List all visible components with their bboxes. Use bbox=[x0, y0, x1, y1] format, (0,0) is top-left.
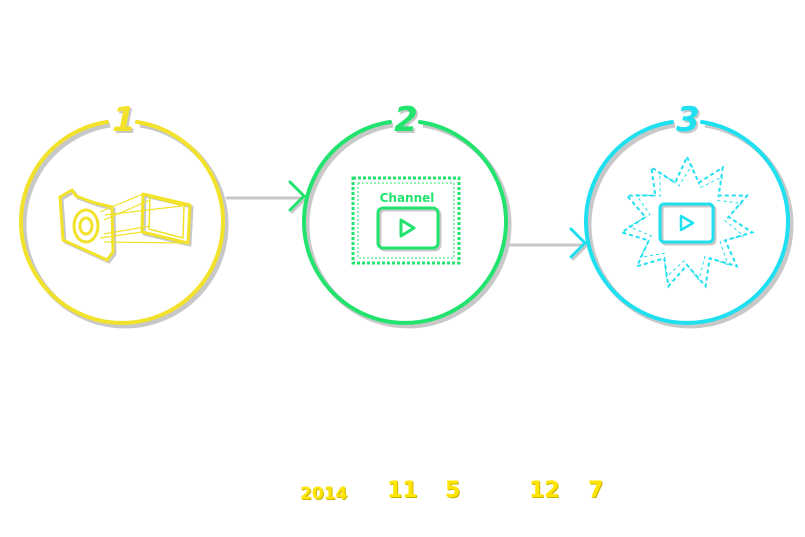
camera-projector-icon bbox=[58, 188, 194, 264]
step-1-number: 1 bbox=[112, 100, 136, 140]
step-3-number: 3 bbox=[678, 102, 702, 142]
channel-video-icon: Channel bbox=[351, 176, 461, 265]
step-2: 2 2 Channel bbox=[302, 100, 512, 329]
burst-video-icon bbox=[619, 154, 755, 289]
channel-label: Channel bbox=[380, 191, 435, 205]
footer-month-b: 12 bbox=[529, 478, 560, 503]
footer-day-b: 7 bbox=[588, 478, 604, 503]
arrow-step2-to-step3 bbox=[504, 227, 589, 261]
footer-year: 2014 bbox=[300, 484, 348, 504]
step-2-number: 2 bbox=[394, 100, 418, 140]
step-2-ring bbox=[302, 120, 508, 325]
step-1-number: 1 bbox=[114, 102, 138, 142]
step-1-ring bbox=[19, 120, 225, 325]
footer-month-a: 11 bbox=[387, 478, 418, 503]
arrow-step1-to-step2 bbox=[223, 180, 308, 214]
step-3-number: 3 bbox=[676, 100, 700, 140]
footer-day-a: 5 bbox=[445, 478, 461, 503]
step-2-number: 2 bbox=[396, 102, 420, 142]
step-1: 1 1 bbox=[19, 100, 229, 329]
step-3: 3 3 bbox=[584, 100, 794, 329]
step-3-ring bbox=[584, 120, 790, 325]
